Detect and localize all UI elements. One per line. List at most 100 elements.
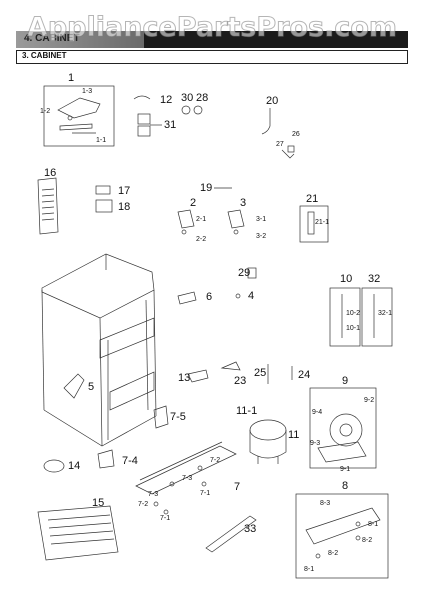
part-1-2-screw (67, 115, 73, 121)
watermark-logo: AppliancePartsPros.com (26, 12, 398, 44)
callout-29: 29 (238, 267, 250, 279)
part-8-1-screw-a (355, 521, 361, 527)
part-8-3-cover (305, 507, 381, 545)
part-5-hinge (63, 373, 85, 399)
part-32-box (361, 287, 393, 347)
callout-33: 33 (244, 523, 256, 535)
callout-7: 7 (234, 481, 240, 493)
callout-7-1a: 7-1 (200, 490, 210, 497)
callout-32-1: 32-1 (378, 310, 392, 317)
part-7-3-screw (169, 481, 175, 487)
part-16-panel (37, 177, 59, 235)
callout-9-2: 9-2 (364, 397, 374, 404)
part-3-2-screw (233, 229, 239, 235)
part-7-base-rail-top (139, 441, 223, 481)
part-20-tube (261, 108, 271, 135)
callout-7-2b: 7-2 (138, 501, 148, 508)
callout-7-4: 7-4 (122, 455, 138, 467)
part-33-strip (205, 515, 257, 553)
part-1-3-bracket (57, 97, 101, 119)
cabinet-mullion (99, 317, 155, 359)
grille-frame (37, 505, 119, 561)
cabinet-lower-rail (109, 371, 155, 411)
part-1-box (43, 85, 115, 147)
part-9-1-bracket (317, 441, 367, 463)
part-11-compressor (249, 419, 287, 464)
callout-14: 14 (68, 460, 80, 472)
part-1-bracket-group (43, 85, 115, 147)
part-10-box (329, 287, 361, 347)
callout-31: 31 (164, 119, 176, 131)
part-7-2-screw (197, 465, 203, 471)
callout-1-3: 1-3 (82, 88, 92, 95)
part-4-screw (235, 293, 241, 299)
callout-17: 17 (118, 185, 130, 197)
callout-8-2b: 8-2 (328, 550, 338, 557)
title-bar-accent (16, 31, 144, 48)
callout-4: 4 (248, 290, 254, 302)
part-8-box (295, 493, 389, 579)
callout-19: 19 (200, 182, 212, 194)
part-1-1-plate (59, 123, 93, 131)
cabinet-right-frame (145, 299, 149, 411)
part-9-2-hub (339, 423, 353, 437)
callout-11: 11 (288, 429, 299, 441)
cabinet-left-edge (41, 289, 45, 411)
callout-2: 2 (190, 197, 196, 209)
callout-20: 20 (266, 95, 278, 107)
part-30-cap (181, 105, 191, 115)
part-21-box (299, 205, 329, 243)
callout-7-2a: 7-2 (210, 457, 220, 464)
callout-15: 15 (92, 497, 104, 509)
callout-9: 9 (342, 375, 348, 387)
callout-7-3a: 7-3 (182, 475, 192, 482)
callout-7-3b: 7-3 (148, 491, 158, 498)
part-2-2-screw (181, 229, 187, 235)
part-27-clip (281, 149, 295, 159)
page-title: 4. CABINET (24, 33, 80, 44)
callout-3: 3 (240, 197, 246, 209)
callout-5: 5 (88, 381, 94, 393)
part-14-roller (43, 459, 65, 473)
callout-11-1: 11-1 (236, 405, 257, 417)
section-title: 3. CABINET (22, 51, 67, 60)
part-18-block (95, 199, 113, 213)
part-28-cap (193, 105, 203, 115)
part-31-hinge-b (137, 125, 151, 137)
callout-10-2: 10-2 (346, 310, 360, 317)
callout-30: 30 (181, 92, 193, 104)
callout-1-1: 1-1 (96, 137, 106, 144)
callout-25: 25 (254, 367, 266, 379)
compressor-body (249, 430, 287, 459)
callout-3-2: 3-2 (256, 233, 266, 240)
part-9-2-fan (329, 413, 363, 447)
callout-10: 10 (340, 273, 352, 285)
callout-2-1: 2-1 (196, 216, 206, 223)
callout-8: 8 (342, 480, 348, 492)
callout-21-1: 21-1 (315, 219, 329, 226)
callout-23: 23 (234, 375, 246, 387)
part-2-hinge (177, 209, 195, 229)
callout-8-1b: 8-1 (304, 566, 314, 573)
title-bar: 4. CABINET (16, 31, 408, 48)
callout-8-3: 8-3 (320, 500, 330, 507)
callout-26: 26 (292, 131, 300, 138)
callout-2-2: 2-2 (196, 236, 206, 243)
part-23-clip (220, 361, 241, 371)
callout-12: 12 (160, 94, 172, 106)
callout-7-1b: 7-1 (160, 515, 170, 522)
part-3-hinge (227, 209, 245, 229)
callout-9-4: 9-4 (312, 409, 322, 416)
compressor-top (249, 419, 287, 441)
callout-6: 6 (206, 291, 212, 303)
cabinet-body (41, 253, 157, 447)
part-15-grille (37, 505, 119, 561)
part-9-box (309, 387, 377, 469)
part-8-2-screw-b (315, 553, 321, 559)
callout-8-2a: 8-2 (362, 537, 372, 544)
callout-18: 18 (118, 201, 130, 213)
callout-24: 24 (298, 369, 310, 381)
callout-27: 27 (276, 141, 284, 148)
